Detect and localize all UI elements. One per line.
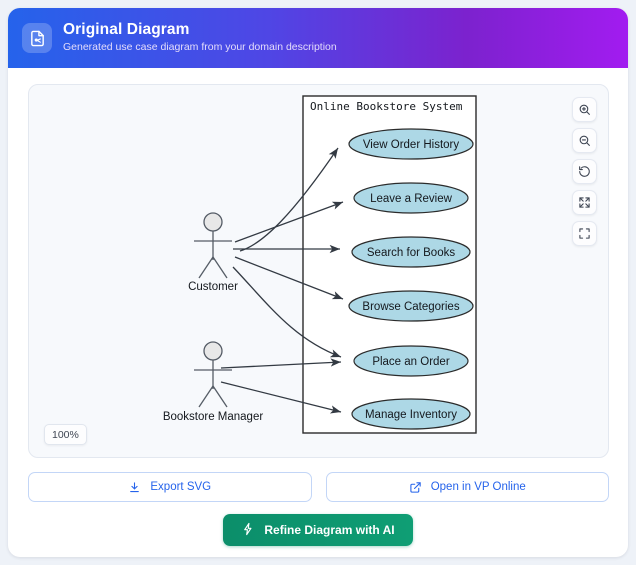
fit-screen-icon[interactable] (572, 221, 597, 246)
use-case-diagram: Online Bookstore System View Order Histo… (163, 95, 477, 434)
use-case-label: Browse Categories (362, 301, 459, 313)
expand-arrows-icon[interactable] (572, 190, 597, 215)
assoc-customer-leave-a-review (234, 201, 344, 243)
assoc-manager-place-an-order (220, 358, 342, 369)
actor-label: Bookstore Manager (163, 411, 263, 423)
sparkle-bolt-icon (241, 522, 255, 539)
actor-label: Customer (188, 281, 238, 293)
system-boundary-label: Online Bookstore System (310, 100, 463, 113)
original-diagram-card: Original Diagram Generated use case diag… (8, 8, 628, 557)
use-case-label: Leave a Review (370, 193, 453, 205)
zoom-in-icon[interactable] (572, 97, 597, 122)
use-case-view-order-history[interactable]: View Order History (348, 128, 474, 160)
download-icon (128, 481, 141, 494)
open-in-vp-online-button[interactable]: Open in VP Online (325, 472, 609, 502)
assoc-customer-view-order-history (239, 147, 339, 252)
external-link-icon (409, 481, 422, 494)
file-diagram-icon (22, 23, 52, 53)
header-text-block: Original Diagram Generated use case diag… (63, 21, 337, 55)
refine-diagram-label: Refine Diagram with AI (264, 523, 395, 537)
card-header: Original Diagram Generated use case diag… (8, 8, 628, 68)
assoc-customer-browse-categories (234, 256, 344, 300)
page-subtitle: Generated use case diagram from your dom… (63, 41, 337, 53)
use-case-label: Manage Inventory (365, 409, 457, 421)
use-case-label: View Order History (363, 139, 460, 151)
use-case-place-an-order[interactable]: Place an Order (353, 345, 469, 377)
open-in-vp-online-label: Open in VP Online (430, 481, 526, 493)
canvas-toolbar (572, 97, 597, 246)
use-case-search-for-books[interactable]: Search for Books (351, 236, 471, 268)
use-case-leave-a-review[interactable]: Leave a Review (353, 182, 469, 214)
diagram-canvas[interactable]: Online Bookstore System View Order Histo… (28, 84, 609, 458)
use-case-manage-inventory[interactable]: Manage Inventory (351, 398, 471, 430)
refine-diagram-with-ai-button[interactable]: Refine Diagram with AI (223, 514, 413, 546)
zoom-level-badge: 100% (44, 424, 87, 445)
export-svg-label: Export SVG (150, 481, 212, 493)
primary-actions: Refine Diagram with AI (8, 514, 628, 546)
actor-customer[interactable]: Customer (188, 212, 238, 293)
use-case-browse-categories[interactable]: Browse Categories (348, 290, 474, 322)
page-title: Original Diagram (63, 21, 190, 38)
zoom-out-icon[interactable] (572, 128, 597, 153)
secondary-actions: Export SVG Open in VP Online (28, 472, 609, 502)
reset-rotate-icon[interactable] (572, 159, 597, 184)
assoc-manager-manage-inventory (220, 381, 342, 414)
assoc-customer-place-an-order (232, 266, 342, 358)
diagram-holder: Online Bookstore System View Order Histo… (29, 85, 608, 457)
use-case-label: Search for Books (367, 247, 455, 259)
use-case-label: Place an Order (372, 356, 450, 368)
export-svg-button[interactable]: Export SVG (28, 472, 312, 502)
actor-bookstore-manager[interactable]: Bookstore Manager (163, 341, 263, 423)
